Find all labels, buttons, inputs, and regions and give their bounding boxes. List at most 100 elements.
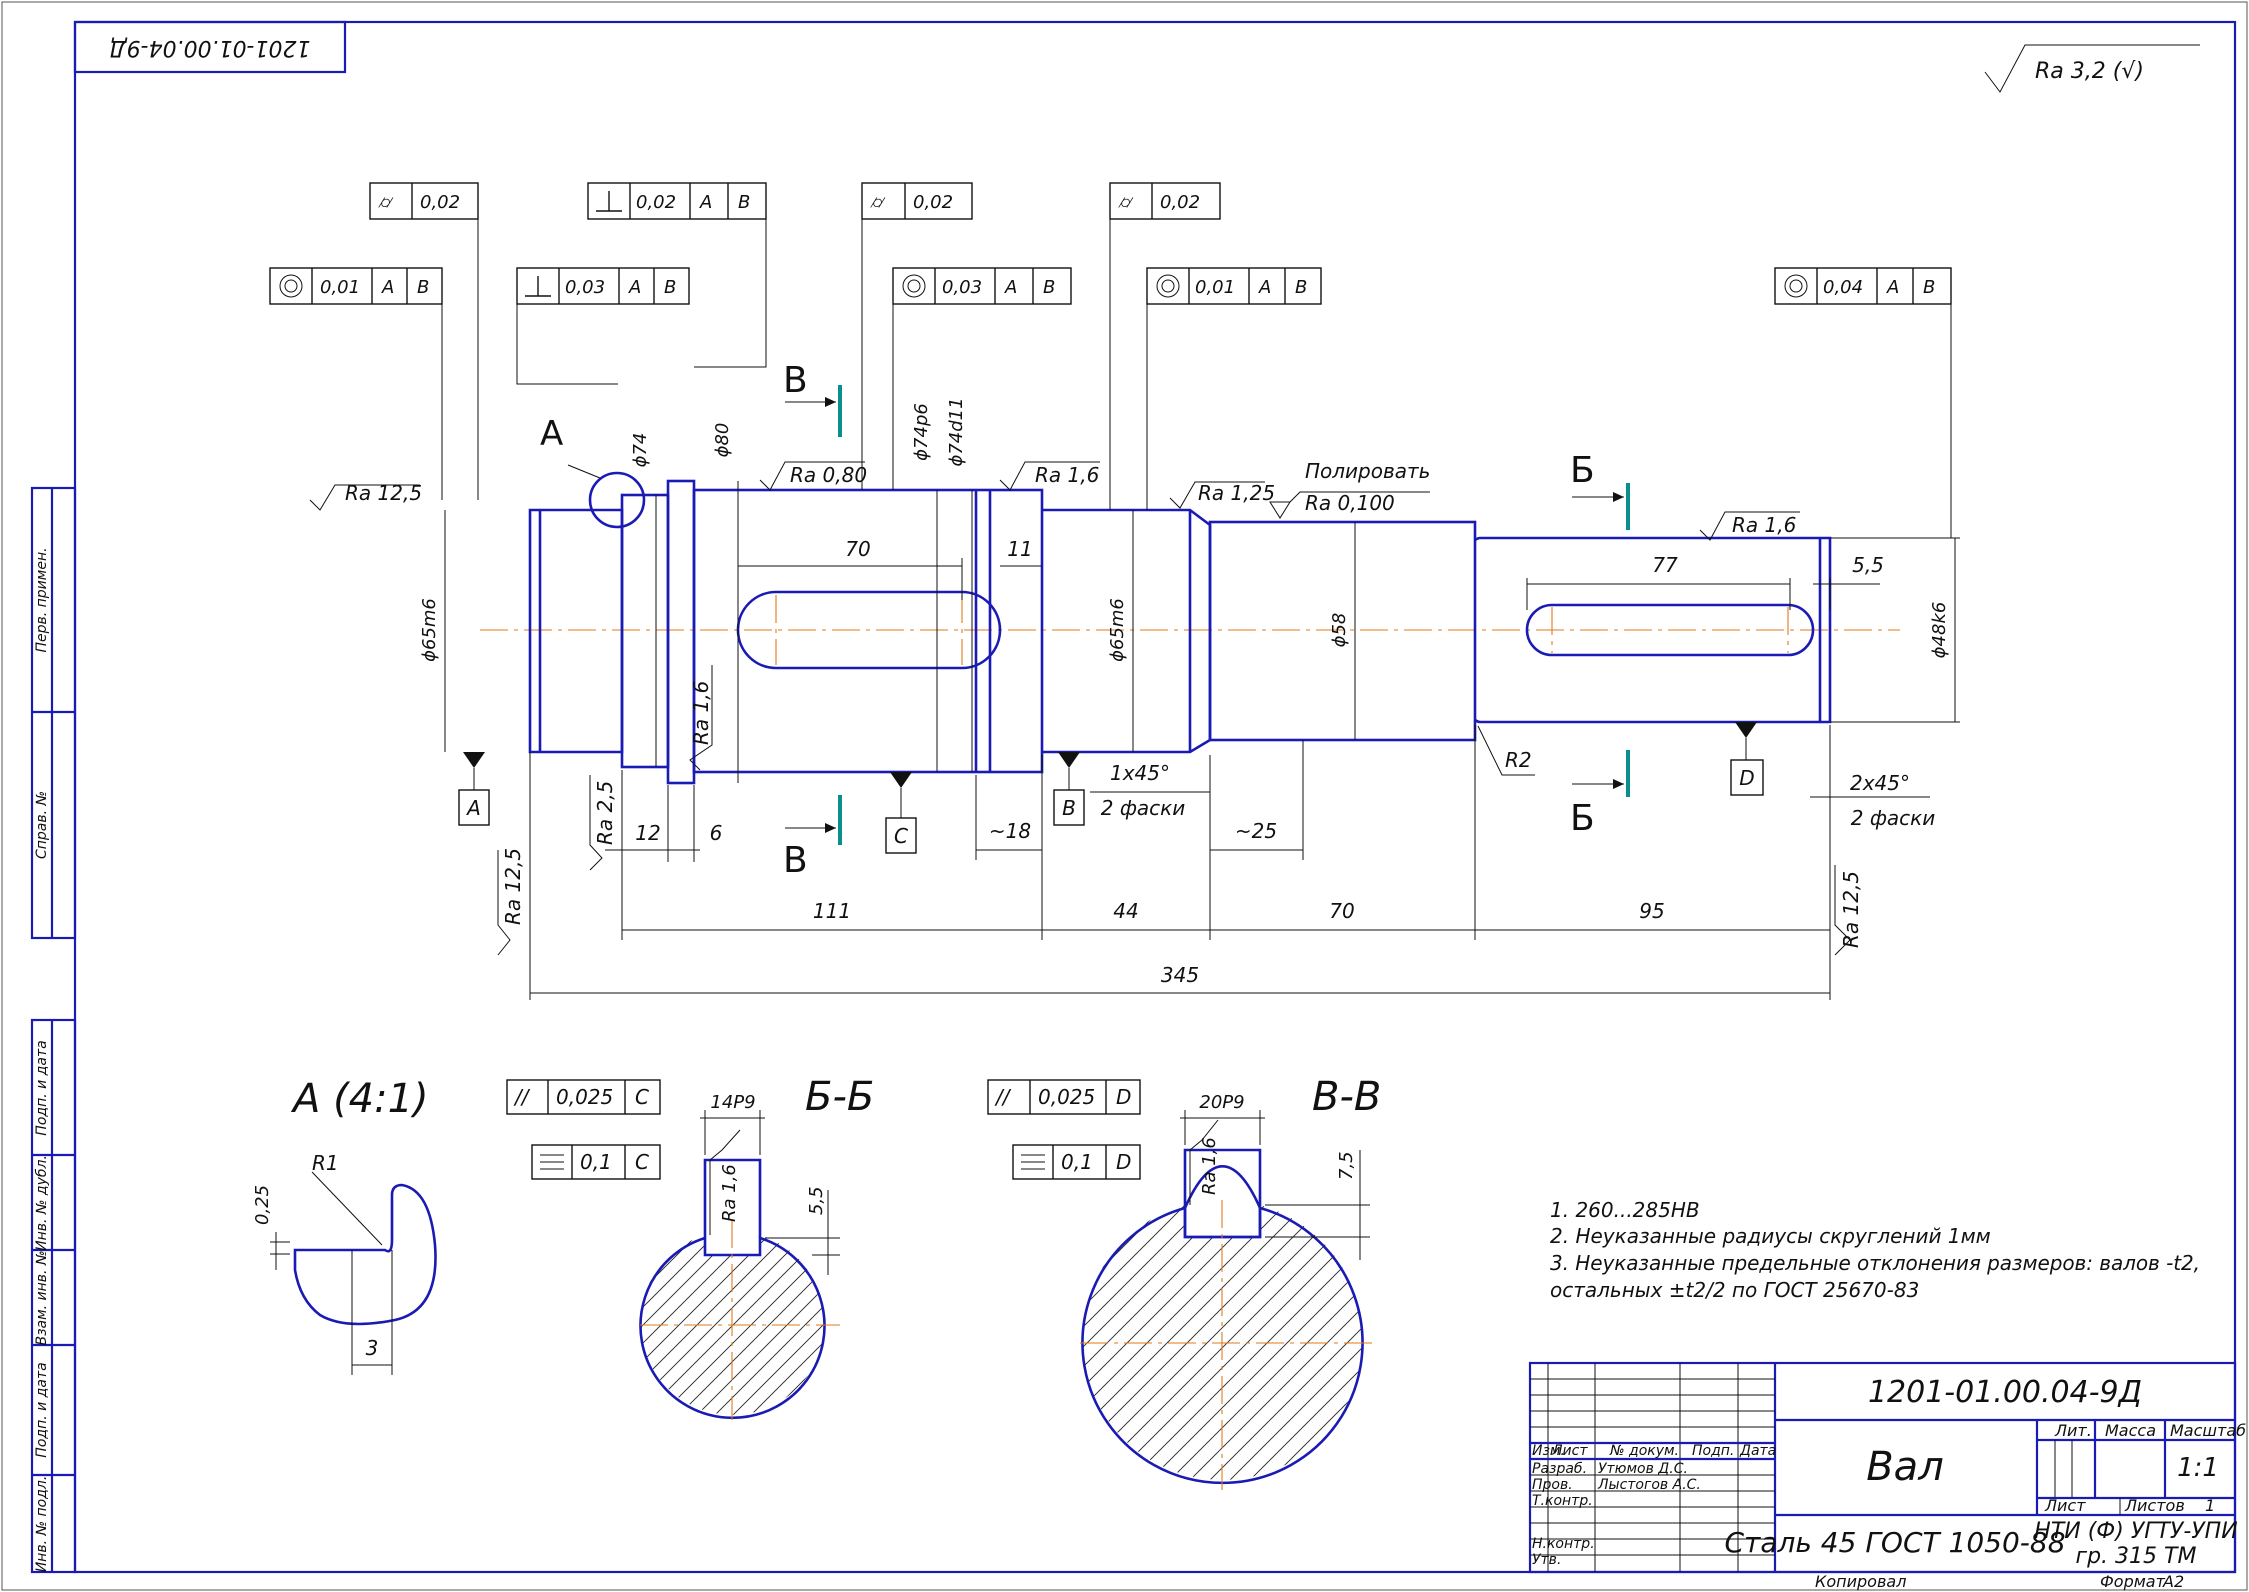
note-3-cont: остальных ±t2/2 по ГОСТ 25670-83 — [1550, 1278, 1919, 1302]
ra-12-5-a: Ra 12,5 — [345, 481, 422, 505]
ra-1-6-a: Ra 1,6 — [1035, 463, 1099, 487]
hatch-line — [440, 1230, 630, 1420]
stamp-sign-date-1: Подп. и дата — [34, 1040, 50, 1135]
datum-markers: А С В D — [458, 722, 1764, 854]
tol-value: 0,03 — [942, 277, 982, 298]
tol-base: С — [635, 1085, 649, 1109]
cut-b-top-label: Б — [1570, 450, 1595, 491]
key-vv-ra: Ra 1,6 — [1199, 1137, 1220, 1195]
dim-d74d11: ϕ74d11 — [946, 397, 967, 466]
stamp-replace-inv: Взам. инв. № — [34, 1250, 50, 1345]
technical-notes: 1. 260...285НВ 2. Неуказанные радиусы ск… — [1550, 1198, 2200, 1302]
hatch-line — [1219, 1205, 1363, 1480]
dim-d80-collar: ϕ80 — [712, 423, 733, 458]
general-roughness: Ra 3,2 (√) — [1984, 44, 2200, 93]
dim-111: 111 — [813, 899, 851, 923]
dim-d65-left: ϕ65m6 — [419, 598, 440, 662]
tol-base: А — [1258, 277, 1271, 298]
tb-header-date: Дата — [1739, 1443, 1776, 1459]
fillet-r2: R2 — [1505, 748, 1532, 772]
dim-6: 6 — [710, 821, 723, 845]
hatch-line — [1082, 1205, 1176, 1480]
hatch-line — [745, 1235, 825, 1415]
hatch-line — [763, 1235, 825, 1415]
tol-frame-coaxial-1: 0,01 А В — [269, 267, 443, 500]
side-stamp: Перв. примен. Справ. № Подп. и дата Инв.… — [30, 486, 77, 1574]
tb-mass-label: Масса — [2105, 1421, 2156, 1440]
hatch-line — [640, 1235, 649, 1415]
key-vv-width: 20P9 — [1199, 1092, 1244, 1113]
note-2: 2. Неуказанные радиусы скруглений 1мм — [1550, 1224, 1991, 1248]
stamp-inv-dup: Инв. № дубл. — [34, 1155, 50, 1251]
dim-key1-len: 70 — [845, 537, 870, 561]
dim-key2-offset: 5,5 — [1852, 553, 1884, 577]
key-bb-depth: 5,5 — [806, 1186, 827, 1215]
tol-base: А — [381, 277, 394, 298]
tol-frame-coaxial-3: 0,01 А В — [1146, 267, 1322, 510]
general-roughness-label: Ra 3,2 (√) — [2035, 59, 2144, 84]
rotated-designation-box: 1201-01.00.04-9Д — [73, 20, 347, 74]
tb-material: Сталь 45 ГОСТ 1050-88 — [1724, 1526, 2065, 1559]
tol-value: 0,1 — [580, 1150, 612, 1174]
tb-designation: 1201-01.00.04-9Д — [1868, 1375, 2142, 1410]
ra-0-100: Ra 0,100 — [1305, 491, 1395, 515]
tol-frame-perp-2: 0,02 А В — [587, 182, 767, 368]
diameter-dimensions: ϕ65m6 ϕ74 ϕ80 ϕ74p6 ϕ74d11 ϕ65m6 ϕ58 ϕ48… — [419, 397, 1960, 783]
tol-value: 0,01 — [320, 277, 360, 298]
tol-frame-runout-3: ⌭ 0,02 — [1109, 182, 1221, 510]
tb-part-name: Вал — [1866, 1444, 1944, 1490]
dim-approx-18: ~18 — [989, 819, 1031, 843]
tb-sheet-label: Лист — [2044, 1496, 2086, 1515]
title-block: Изм. Лист № докум. Подп. Дата Разраб. Ут… — [1528, 1361, 2246, 1591]
tol-value: 0,025 — [556, 1085, 613, 1109]
hatch-line — [1082, 1205, 1216, 1480]
cut-b-bottom-label: Б — [1570, 798, 1595, 839]
length-dimensions: 70 11 77 5,5 12 6 ~18 1х45° 2 фаски ~25 … — [529, 537, 1935, 1000]
tb-scale-value: 1:1 — [2177, 1453, 2219, 1483]
hatch-line — [781, 1235, 825, 1415]
dim-d58: ϕ58 — [1329, 613, 1350, 648]
hatch-line — [1082, 1205, 1096, 1480]
tol-frame-runout-2: ⌭ 0,02 — [861, 182, 973, 490]
tb-header-doc: № докум. — [1609, 1443, 1679, 1459]
hatch-line — [1239, 1205, 1363, 1480]
tol-base: А — [1886, 277, 1899, 298]
tb-role-ncontrol: Н.контр. — [1532, 1536, 1595, 1552]
tol-base: А — [628, 277, 641, 298]
dim-approx-25: ~25 — [1235, 819, 1277, 843]
dim-12: 12 — [635, 821, 660, 845]
tol-frame-perp-1: 0,03 А В — [516, 267, 690, 385]
dim-70: 70 — [1329, 899, 1354, 923]
tb-header-change: Изм. — [1532, 1443, 1565, 1459]
tb-sheets-value: 1 — [2205, 1496, 2215, 1515]
detail-a-title: А (4:1) — [290, 1076, 429, 1122]
polish-note: Полировать — [1305, 459, 1430, 483]
dim-44: 44 — [1113, 899, 1138, 923]
tol-frame-coaxial-4: 0,04 А В — [1774, 267, 1952, 538]
hatch-line — [640, 1235, 703, 1415]
tb-format-label: Формат — [2100, 1572, 2166, 1591]
stamp-first-use: Перв. примен. — [34, 547, 50, 652]
runout-icon: ⌭ — [378, 192, 394, 213]
tol-value: 0,04 — [1823, 277, 1863, 298]
tol-base: А — [1004, 277, 1017, 298]
tol-frame-coaxial-2: 0,03 А В — [892, 267, 1072, 490]
roughness-marks: Ra 12,5 Ra 0,80 Ra 1,6 Ra 1,25 Полироват… — [309, 459, 1863, 956]
tb-organization-1: НТИ (Ф) УГТУ-УПИ — [2034, 1519, 2237, 1544]
key-bb-width: 14P9 — [710, 1092, 755, 1113]
chamfer-1x45: 1х45° — [1110, 761, 1170, 785]
runout-icon: ⌭ — [1118, 192, 1134, 213]
tb-role-checker: Пров. — [1532, 1477, 1573, 1493]
hatch-line — [1082, 1205, 1116, 1480]
datum-a: А — [465, 796, 481, 820]
tb-name-developer: Утюмов Д.С. — [1598, 1461, 1688, 1477]
tolerance-frames: ⌭ 0,02 0,01 А В 0,03 А В — [269, 182, 1952, 538]
chamfer-1-count: 2 фаски — [1101, 796, 1186, 820]
ra-0-80: Ra 0,80 — [790, 463, 867, 487]
tol-value: 0,03 — [565, 277, 605, 298]
tb-sheets-label: Листов — [2124, 1496, 2185, 1515]
tol-frame-runout-1: ⌭ 0,02 — [369, 182, 479, 500]
tb-name-checker: Лыстогов А.С. — [1597, 1477, 1701, 1493]
note-1: 1. 260...285НВ — [1550, 1198, 1700, 1222]
dim-d65-right: ϕ65m6 — [1107, 598, 1128, 662]
